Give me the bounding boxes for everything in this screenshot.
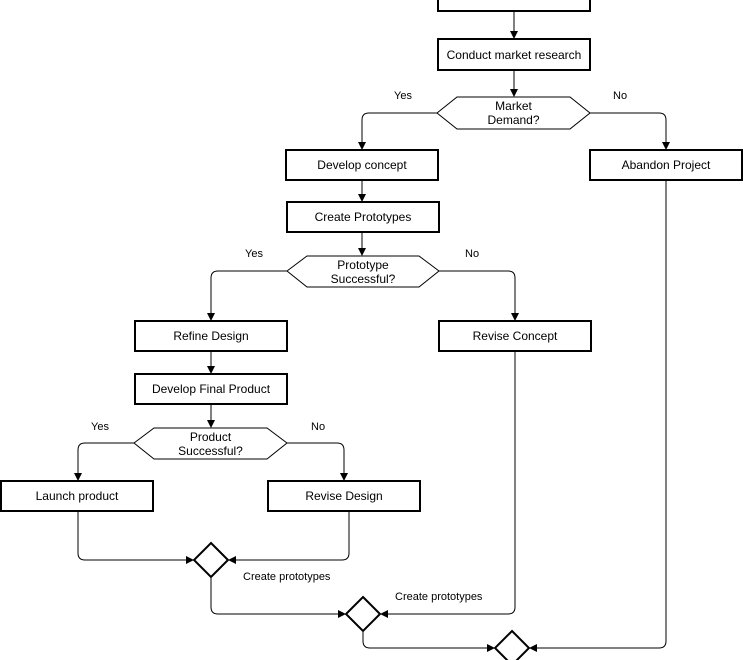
node-develop-concept-label: Develop concept <box>317 158 407 172</box>
node-market-research-label: Conduct market research <box>446 47 582 62</box>
edge-prototype-yes <box>207 270 287 321</box>
node-develop-final-product: Develop Final Product <box>134 373 288 405</box>
node-revise-concept-label: Revise Concept <box>472 329 558 343</box>
node-develop-concept: Develop concept <box>285 149 439 181</box>
node-top-partial <box>437 0 591 12</box>
node-abandon-project: Abandon Project <box>589 149 743 181</box>
edge-launch-to-merge1 <box>77 511 194 564</box>
merge-diamond-1 <box>192 541 230 579</box>
edge-label-prototype-yes: Yes <box>245 248 263 260</box>
merge-diamond-2 <box>344 595 382 633</box>
edge-revise-concept-to-merge2 <box>380 351 516 618</box>
edge-abandon-to-merge3 <box>529 180 667 652</box>
edge-prototype-no <box>439 270 519 321</box>
edge-product-yes <box>74 442 134 481</box>
node-revise-design: Revise Design <box>267 480 421 512</box>
edge-label-merge2-in: Create prototypes <box>395 591 483 603</box>
node-abandon-project-label: Abandon Project <box>621 158 711 172</box>
decision-product-label: Product Successful? <box>178 429 243 458</box>
edge-product-no <box>287 442 348 481</box>
edge-merge1-to-merge2 <box>210 577 346 618</box>
decision-market-demand-label: Market Demand? <box>487 99 540 127</box>
edge-merge2-to-merge3 <box>362 631 495 652</box>
node-market-research: Conduct market research <box>437 38 591 71</box>
node-launch-product-label: Launch product <box>35 489 119 503</box>
node-launch-product: Launch product <box>0 480 154 512</box>
node-refine-design: Refine Design <box>134 320 288 352</box>
node-create-prototypes-label: Create Prototypes <box>314 210 412 224</box>
edge-label-prototype-no: No <box>465 248 480 260</box>
decision-prototype-label: Prototype Successful? <box>330 257 396 286</box>
edge-label-product-no: No <box>311 421 326 433</box>
edge-demand-no <box>590 112 670 150</box>
node-refine-design-label: Refine Design <box>173 329 249 343</box>
node-develop-final-product-label: Develop Final Product <box>151 382 271 396</box>
node-revise-concept: Revise Concept <box>438 320 592 352</box>
node-revise-design-label: Revise Design <box>305 489 383 503</box>
edge-label-product-yes: Yes <box>91 421 109 433</box>
edge-label-market-yes: Yes <box>394 90 412 102</box>
edge-label-market-no: No <box>613 90 628 102</box>
edge-demand-yes <box>358 112 437 150</box>
merge-diamond-3 <box>493 629 531 660</box>
edge-revise-design-to-merge1 <box>228 511 350 564</box>
edge-label-merge1-out: Create prototypes <box>243 571 331 583</box>
node-create-prototypes: Create Prototypes <box>286 201 440 233</box>
